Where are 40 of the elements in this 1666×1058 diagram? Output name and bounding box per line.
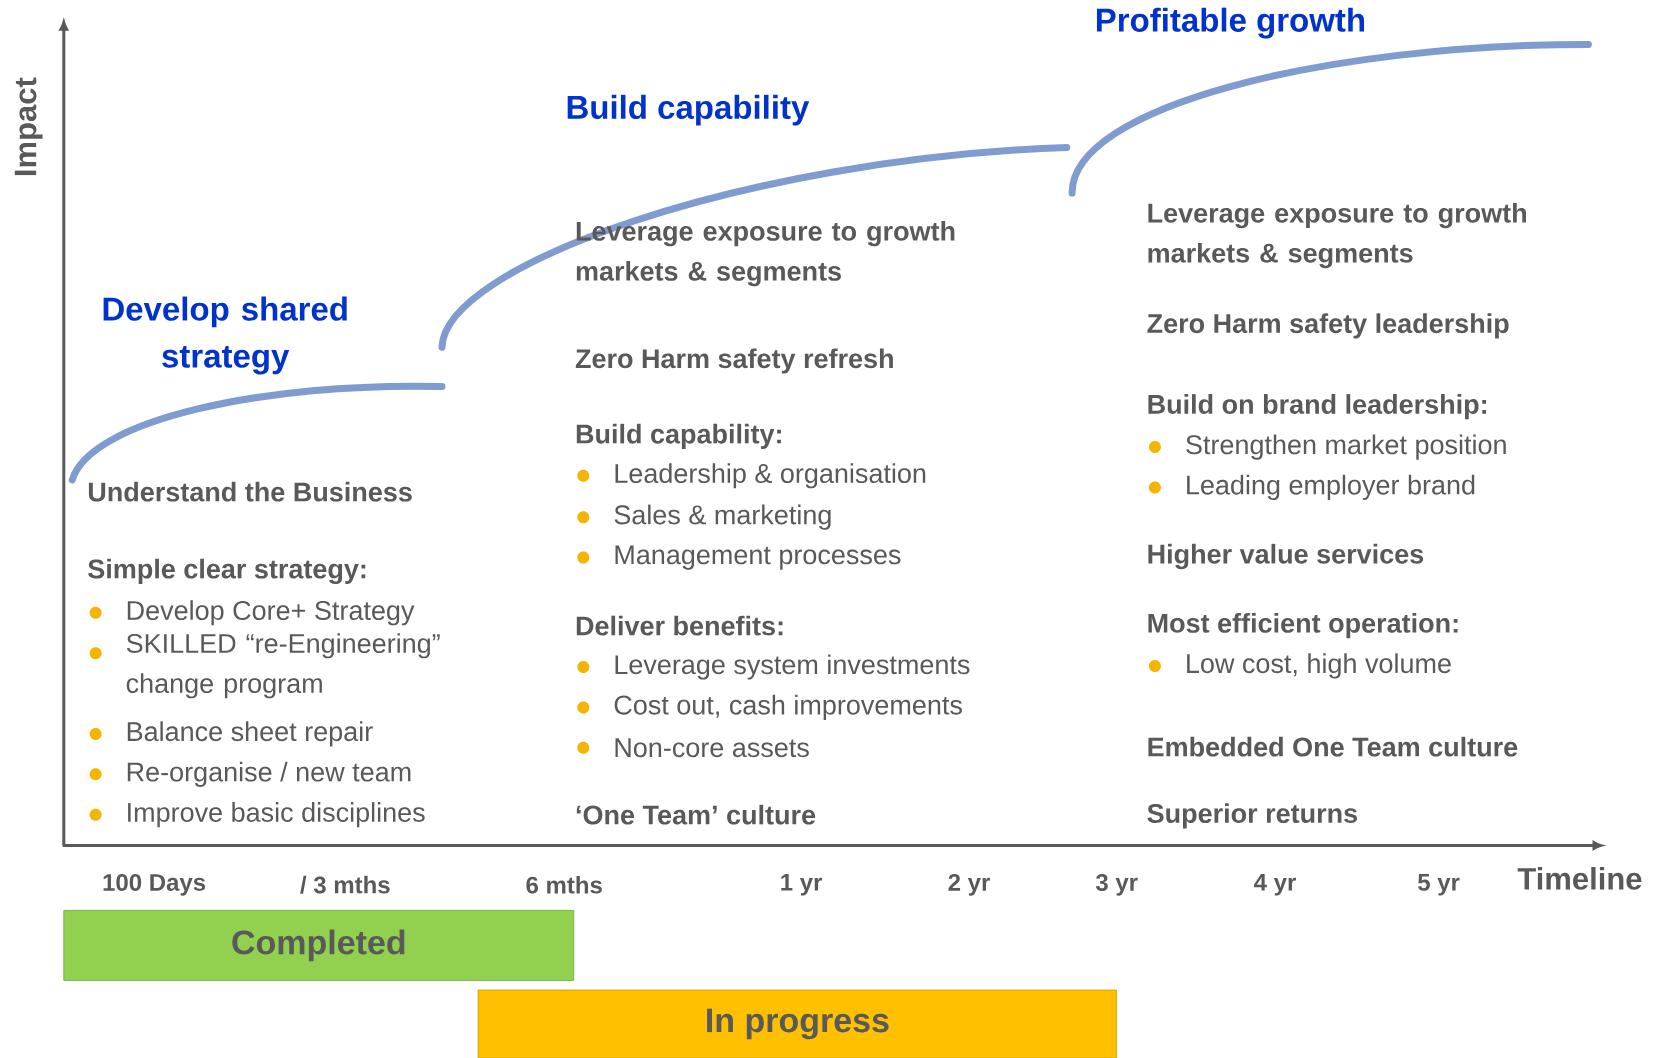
bullet-item: Balance sheet repair (89, 721, 373, 747)
status-bar: Completed (63, 909, 575, 981)
stage-heading: Develop shared strategy (103, 296, 347, 375)
bullet-item: Low cost, high volume (1148, 653, 1451, 679)
tick-label: 1 yr (781, 874, 823, 896)
heading-text: Simple clear strategy: (88, 558, 366, 585)
status-bar: In progress (477, 989, 1118, 1058)
heading-text: ‘One Team’ culture (576, 804, 816, 825)
axis-label: Timeline (1517, 867, 1642, 890)
bullet-item: Strengthen market position (1148, 434, 1506, 460)
heading-text: Superior returns (1147, 803, 1358, 829)
bullet-item: SKILLED “re-Engineering” change program (89, 633, 440, 699)
heading-text: Zero Harm safety refresh (575, 348, 893, 374)
axis-label: Impact (14, 77, 43, 176)
heading-text: Build capability: (576, 423, 781, 449)
bullet-item: Leverage system investments (577, 654, 970, 680)
bullet-item: Improve basic disciplines (89, 802, 425, 828)
heading-text: Build on brand leadership: (1148, 394, 1487, 420)
heading-text: Leverage exposure to growth markets & segments (1148, 202, 1526, 269)
stage-heading: Profitable growth (1096, 7, 1364, 39)
tick-label: 3 yr (1095, 873, 1138, 896)
heading-text: Understand the Business (88, 481, 412, 502)
heading-text: Deliver benefits: (576, 615, 783, 636)
tick-label: 6 mths (526, 876, 602, 894)
bullet-item: Cost out, cash improvements (577, 694, 962, 720)
bullet-item: Management processes (577, 545, 901, 570)
tick-label: 5 yr (1418, 874, 1460, 896)
heading-text: Zero Harm safety leadership (1147, 313, 1509, 339)
heading-text: Most efficient operation: (1148, 613, 1458, 639)
bullet-item: Leading employer brand (1148, 474, 1475, 500)
heading-text: Higher value services (1148, 543, 1424, 570)
tick-label: 2 yr (948, 873, 990, 896)
bullet-item: Sales & marketing (577, 504, 831, 530)
stage-heading: Build capability (567, 94, 810, 126)
bullet-item: Re-organise / new team (89, 761, 411, 787)
bullet-item: Develop Core+ Strategy (89, 600, 415, 626)
heading-text: Embedded One Team culture (1148, 736, 1518, 757)
tick-label: 4 yr (1254, 874, 1296, 896)
bullet-item: Non-core assets (577, 738, 809, 758)
bullet-item: Leadership & organisation (577, 463, 926, 489)
